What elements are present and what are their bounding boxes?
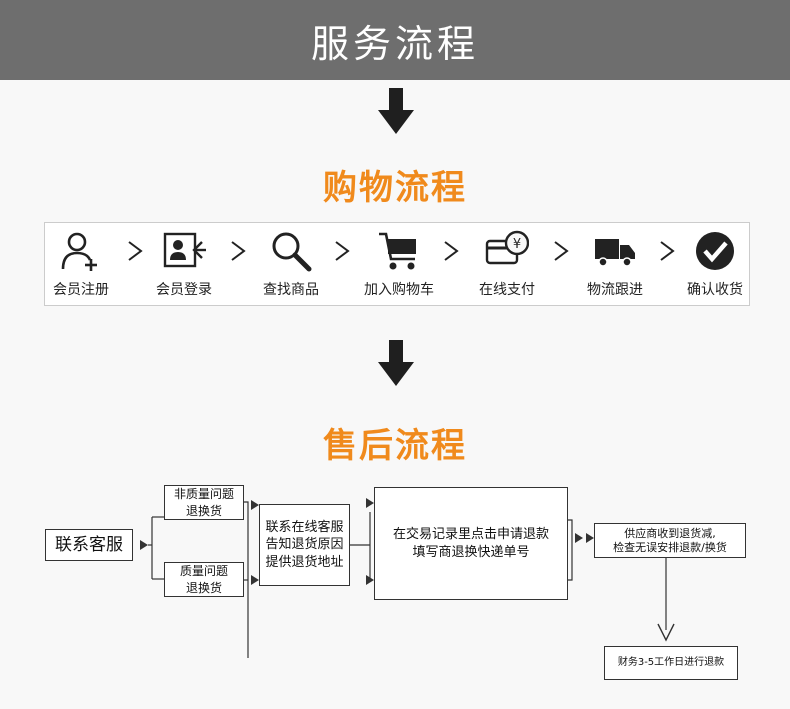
- trade-record-line1: 在交易记录里点击申请退款: [392, 526, 549, 542]
- supplier-line2: 检查无误安排退款/换货: [613, 540, 727, 554]
- online-service-line3: 提供退货地址: [265, 554, 344, 570]
- down-arrow-icon: [378, 88, 414, 134]
- step-label: 查找商品: [263, 282, 319, 298]
- trade-record-line2: 填写商退换快递单号: [412, 544, 530, 560]
- finance-label: 财务3-5工作日进行退款: [617, 657, 725, 669]
- non-quality-line2: 退换货: [185, 503, 222, 518]
- chevron-right-icon: [660, 241, 675, 261]
- step-label: 加入购物车: [364, 282, 434, 298]
- step-label: 会员登录: [156, 282, 212, 298]
- payment-card-icon: ¥: [485, 230, 529, 265]
- step-login: 会员登录: [134, 223, 234, 307]
- non-quality-line1: 非质量问题: [173, 487, 234, 502]
- step-label: 会员注册: [53, 282, 109, 298]
- header-bar: 服务流程: [0, 0, 790, 80]
- chevron-right-icon: [444, 241, 459, 261]
- step-label: 在线支付: [479, 282, 535, 298]
- supplier-line1: 供应商收到退货减,: [624, 526, 716, 540]
- step-cart: 加入购物车: [349, 223, 449, 307]
- chevron-right-icon: [335, 241, 350, 261]
- quality-line2: 退换货: [185, 580, 222, 595]
- step-label: 确认收货: [687, 282, 743, 298]
- chevron-right-icon: [554, 241, 569, 261]
- contact-service-box: 联系客服: [45, 529, 133, 561]
- contact-service-label: 联系客服: [55, 534, 123, 555]
- trade-record-box: 在交易记录里点击申请退款 填写商退换快递单号: [374, 487, 568, 600]
- aftersale-title: 售后流程: [323, 426, 467, 466]
- login-card-icon: [163, 232, 206, 268]
- chevron-right-icon: [231, 241, 246, 261]
- step-label: 物流跟进: [587, 282, 643, 298]
- online-service-line1: 联系在线客服: [265, 519, 344, 535]
- page-title: 服务流程: [310, 21, 479, 66]
- step-payment: ¥ 在线支付: [457, 223, 557, 307]
- shopping-steps-panel: 会员注册 会员登录 查找商品 加入购物车: [44, 222, 750, 306]
- non-quality-box: 非质量问题 退换货: [164, 485, 244, 520]
- finance-box: 财务3-5工作日进行退款: [604, 646, 738, 680]
- svg-text:¥: ¥: [513, 237, 521, 252]
- search-icon: [272, 232, 312, 272]
- cart-icon: [379, 232, 416, 270]
- step-search: 查找商品: [241, 223, 341, 307]
- shopping-title: 购物流程: [323, 168, 467, 208]
- online-service-box: 联系在线客服 告知退货原因 提供退货地址: [259, 504, 350, 586]
- step-register: 会员注册: [31, 223, 131, 307]
- quality-box: 质量问题 退换货: [164, 562, 244, 597]
- supplier-box: 供应商收到退货减, 检查无误安排退款/换货: [594, 523, 746, 558]
- check-circle-icon: [696, 232, 734, 270]
- step-logistics: 物流跟进: [565, 223, 665, 307]
- step-confirm: 确认收货: [665, 223, 765, 307]
- truck-icon: [595, 239, 635, 267]
- quality-line1: 质量问题: [179, 564, 228, 579]
- down-arrow-icon: [378, 340, 414, 386]
- user-add-icon: [61, 232, 97, 271]
- chevron-right-icon: [128, 241, 143, 261]
- online-service-line2: 告知退货原因: [265, 537, 344, 553]
